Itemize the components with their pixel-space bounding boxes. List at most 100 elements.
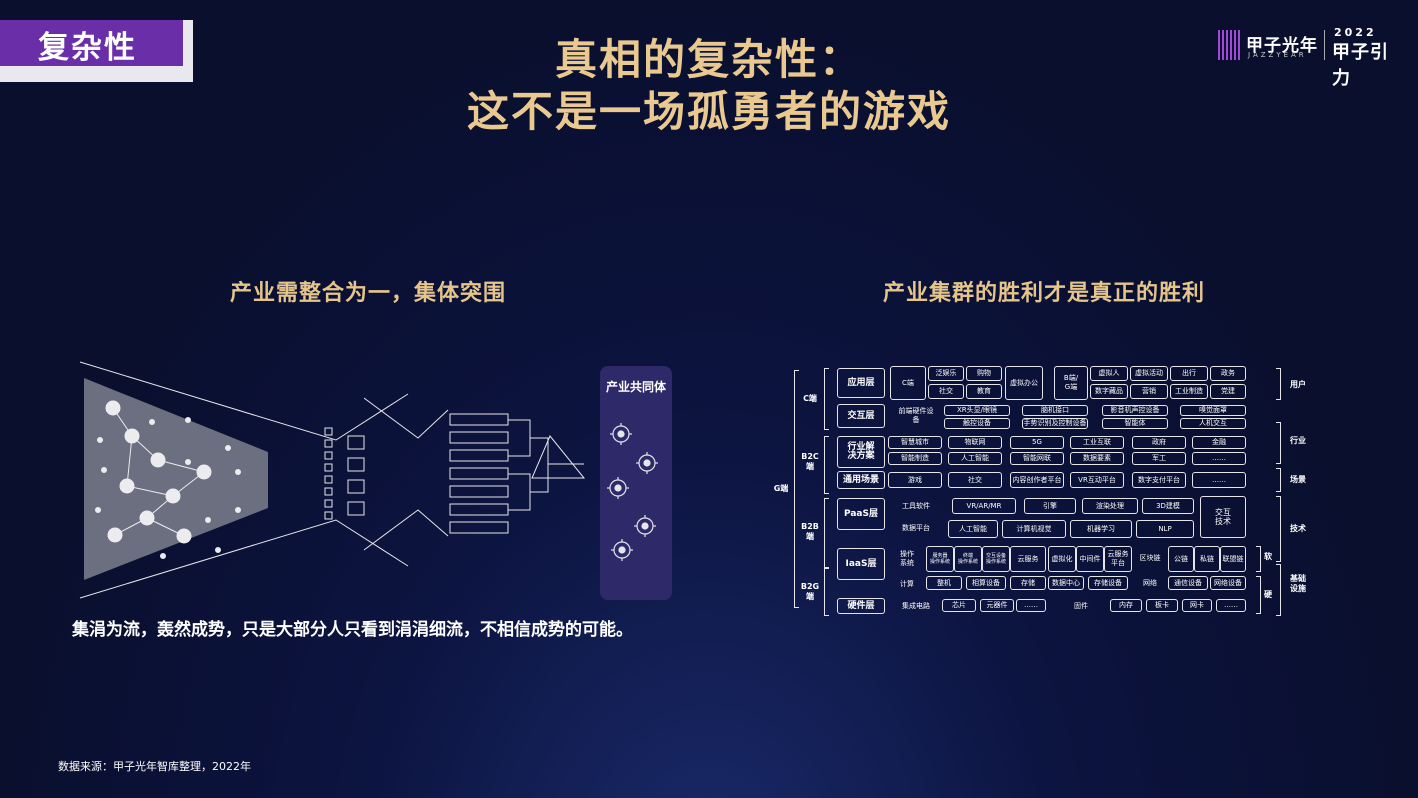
tech-bracket [1276, 496, 1281, 562]
right-label-tech: 技术 [1290, 524, 1306, 533]
layer-hw: 硬件层 [837, 598, 885, 614]
target-icon [634, 515, 656, 537]
paas-data-item: 人工智能 [948, 520, 998, 538]
hw-fw-item: 板卡 [1146, 599, 1178, 612]
hard-bracket [1256, 576, 1261, 614]
c-end-bracket [824, 368, 829, 430]
iaas-cloud-item: 云服务 [1010, 546, 1046, 572]
network-funnel [84, 378, 268, 580]
layer-industry: 行业解 决方案 [837, 436, 885, 468]
page-title: 真相的复杂性： 这不是一场孤勇者的游戏 [0, 34, 1418, 138]
layer-paas: PaaS层 [837, 498, 885, 530]
right-label-scene: 场景 [1290, 475, 1306, 484]
app-b-item: 营销 [1130, 384, 1168, 399]
right-label-industry: 行业 [1290, 436, 1306, 445]
scene-item: 社交 [948, 472, 1002, 488]
medium-squares [347, 435, 365, 516]
scene-item: 内容创作者平台 [1010, 472, 1064, 488]
b2c-end-bracket [824, 436, 829, 494]
app-b-item: 出行 [1170, 366, 1208, 381]
interact-item: 影音机声控设备 [1102, 405, 1168, 416]
right-label-hard: 硬 [1264, 590, 1272, 599]
b2g-end-label: B2G 端 [800, 582, 820, 601]
b2c-end-label: B2C 端 [801, 452, 819, 471]
hw-circuit: 集成电路 [902, 601, 930, 610]
base-bracket [1276, 564, 1281, 616]
paas-data-item: NLP [1136, 520, 1194, 538]
industry-bracket [1276, 422, 1281, 464]
funnel-outline-lower [79, 519, 409, 599]
integration-illustration [79, 361, 586, 599]
hw-item: 元器件 [980, 599, 1014, 612]
target-icon [610, 423, 632, 445]
target-icon [636, 452, 658, 474]
app-b-item: 数字藏品 [1090, 384, 1128, 399]
industry-item: 智能网联 [1010, 452, 1064, 465]
b2g-end-bracket [824, 568, 829, 616]
bar-stack [449, 413, 586, 534]
interact-item: 脑机接口 [1022, 405, 1088, 416]
target-icon [611, 539, 633, 561]
iaas-os: 操作 系统 [900, 550, 914, 567]
c-end-label: C端 [803, 394, 817, 403]
right-label-user: 用户 [1290, 380, 1306, 389]
paas-tool-item: VR/AR/MR [952, 498, 1016, 514]
industry-item: 军工 [1132, 452, 1186, 465]
hw-item: …… [1016, 599, 1046, 612]
iaas-compute-item: 整机 [926, 576, 962, 590]
industry-item: 5G [1010, 436, 1064, 449]
community-label: 产业共同体 [605, 380, 666, 394]
funnel-outline [79, 361, 409, 441]
second-funnel-lower [363, 509, 449, 551]
paas-tools: 工具软件 [902, 501, 930, 510]
hw-firmware: 固件 [1074, 601, 1088, 610]
app-c-item: 购物 [966, 366, 1002, 381]
iaas-compute-device: 相算设备 [966, 576, 1006, 590]
soft-bracket [1256, 546, 1261, 572]
interact-item: 触控设备 [944, 418, 1010, 429]
industry-item: 金融 [1192, 436, 1246, 449]
app-c-office: 虚拟办公 [1005, 366, 1043, 400]
interact-item: 智能体 [1102, 418, 1168, 429]
industry-item: 人工智能 [948, 452, 1002, 465]
paas-data: 数据平台 [902, 523, 930, 532]
quote-text: 集涓为流，轰然成势，只是大部分人只看到涓涓细流，不相信成势的可能。 [72, 620, 633, 640]
layer-interact: 交互层 [837, 404, 885, 428]
logo-divider [1324, 30, 1325, 60]
industry-item: 工业互联 [1070, 436, 1124, 449]
hw-fw-item: …… [1216, 599, 1246, 612]
user-bracket [1276, 368, 1281, 400]
interact-item: 嗅觉面罩 [1180, 405, 1246, 416]
app-c-label: C端 [890, 366, 926, 400]
right-label-base: 基础 设施 [1290, 574, 1306, 593]
hw-item: 芯片 [942, 599, 976, 612]
industry-item: 智能制造 [888, 452, 942, 465]
title-line-2: 这不是一场孤勇者的游戏 [466, 87, 951, 136]
hw-fw-item: 内存 [1110, 599, 1142, 612]
interact-item: XR头显/眼镜 [944, 405, 1010, 416]
community-panel: 产业共同体 [600, 366, 672, 600]
interact-front: 前端硬件设 备 [898, 407, 934, 424]
app-c-item: 泛娱乐 [928, 366, 964, 381]
section-tag: 复杂性 [0, 20, 193, 82]
logo-year: 2022 [1334, 26, 1377, 39]
data-source: 数据来源：甲子光年智库整理，2022年 [58, 760, 251, 773]
left-heading: 产业需整合为一，集体突围 [230, 280, 507, 306]
iaas-network-item: 网络设备 [1210, 576, 1246, 590]
industry-item: 政府 [1132, 436, 1186, 449]
iaas-cloud-item: 虚拟化 [1048, 546, 1076, 572]
app-b-item: 党建 [1210, 384, 1246, 399]
g-end-bracket [794, 370, 799, 608]
paas-tool-item: 3D建模 [1142, 498, 1194, 514]
app-b-item: 工业制造 [1170, 384, 1208, 399]
layer-app: 应用层 [837, 368, 885, 398]
target-icon [607, 477, 629, 499]
app-b-label: B端/ G端 [1054, 366, 1088, 400]
b2b-end-label: B2B 端 [801, 522, 819, 541]
industry-item: …… [1192, 452, 1246, 465]
iaas-chain-item: 公链 [1168, 546, 1194, 572]
right-label-soft: 软 [1264, 552, 1272, 561]
layer-scene: 通用场景 [837, 471, 885, 489]
g-end-label: G端 [773, 484, 789, 493]
app-b-item: 政务 [1210, 366, 1246, 381]
